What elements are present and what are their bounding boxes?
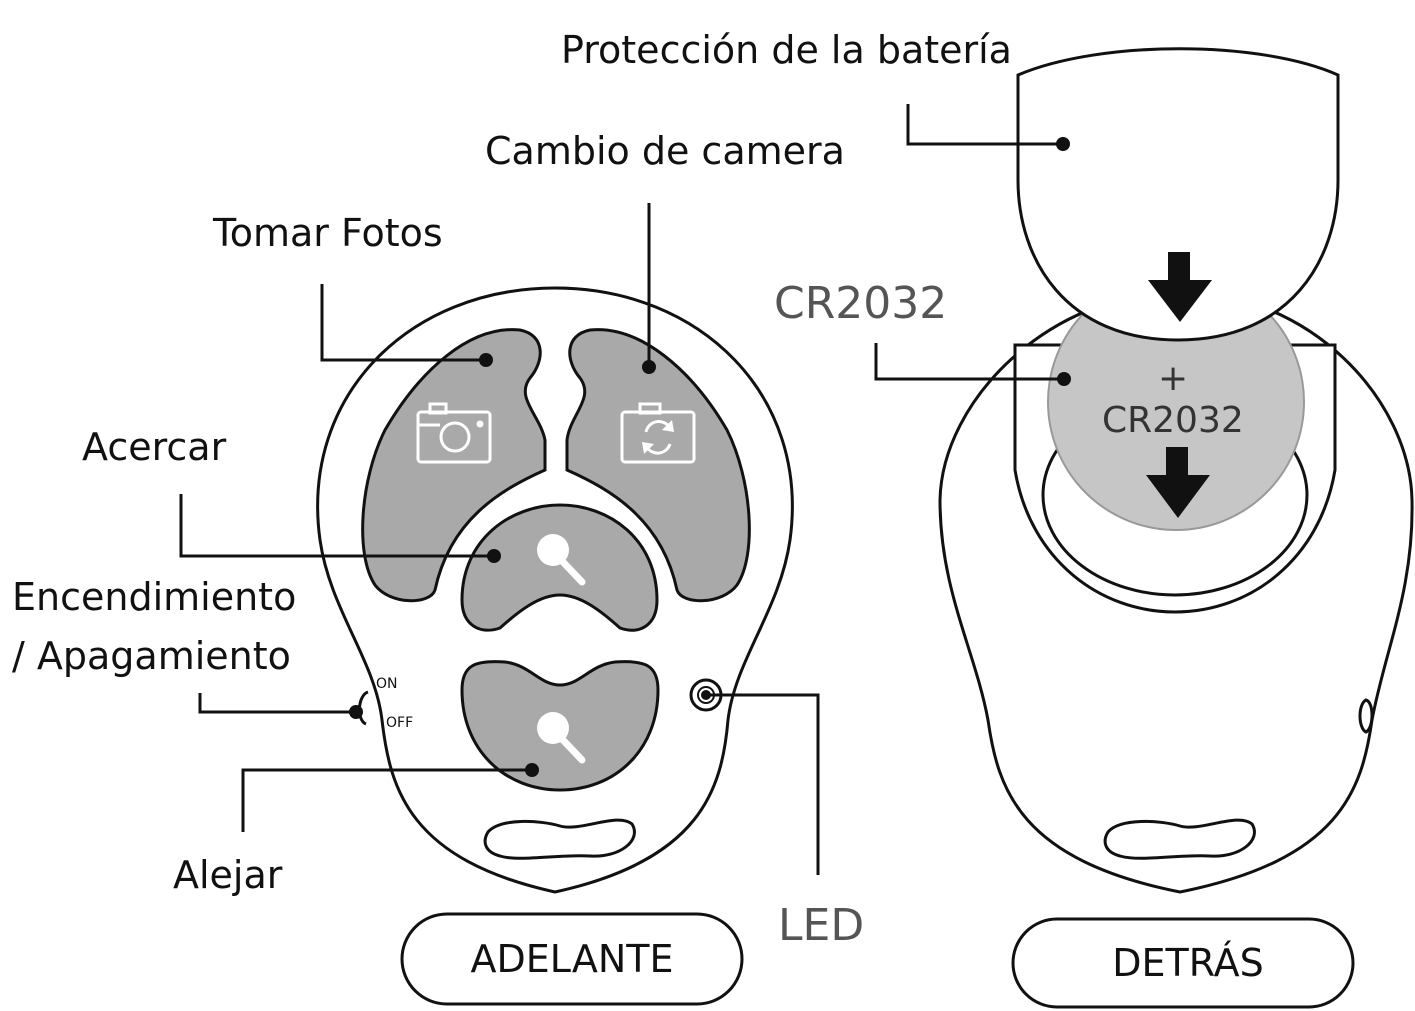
label-power-line2: / Apagamiento xyxy=(12,634,291,678)
lanyard-slot xyxy=(483,818,636,860)
caption-back: DETRÁS xyxy=(1011,917,1355,1009)
label-led: LED xyxy=(778,900,864,951)
zoom-in-button[interactable] xyxy=(460,503,659,632)
label-battery-cover: Protección de la batería xyxy=(561,28,1012,72)
magnifier-icon xyxy=(537,534,586,586)
front-remote: ON OFF xyxy=(316,286,794,894)
label-zoom-out: Alejar xyxy=(173,853,283,897)
switch-on-label: ON xyxy=(376,676,398,692)
camera-icon xyxy=(416,402,492,464)
camera-switch-button[interactable] xyxy=(565,328,751,603)
back-remote: + CR2032 xyxy=(938,47,1414,894)
label-camera-switch: Cambio de camera xyxy=(485,129,845,173)
callout-lines xyxy=(179,104,1071,875)
svg-text:DETRÁS: DETRÁS xyxy=(1112,941,1263,985)
coin-model: CR2032 xyxy=(1102,400,1244,441)
arrow-down-icon xyxy=(1148,252,1212,322)
caption-front: ADELANTE xyxy=(400,912,744,1006)
coin-plus: + xyxy=(1158,358,1188,399)
battery-cover[interactable] xyxy=(1016,47,1340,342)
switch-off-label: OFF xyxy=(386,715,413,731)
camera-switch-icon xyxy=(620,402,696,464)
magnifier-icon xyxy=(537,712,586,764)
label-battery-type: CR2032 xyxy=(774,278,947,329)
take-photo-button[interactable] xyxy=(361,328,547,603)
arrow-down-icon xyxy=(1146,447,1210,518)
label-zoom-in: Acercar xyxy=(82,425,227,469)
label-power-line1: Encendimiento xyxy=(12,575,296,619)
label-take-photo: Tomar Fotos xyxy=(212,211,443,255)
svg-text:ADELANTE: ADELANTE xyxy=(471,937,674,981)
lanyard-slot xyxy=(1103,818,1256,860)
